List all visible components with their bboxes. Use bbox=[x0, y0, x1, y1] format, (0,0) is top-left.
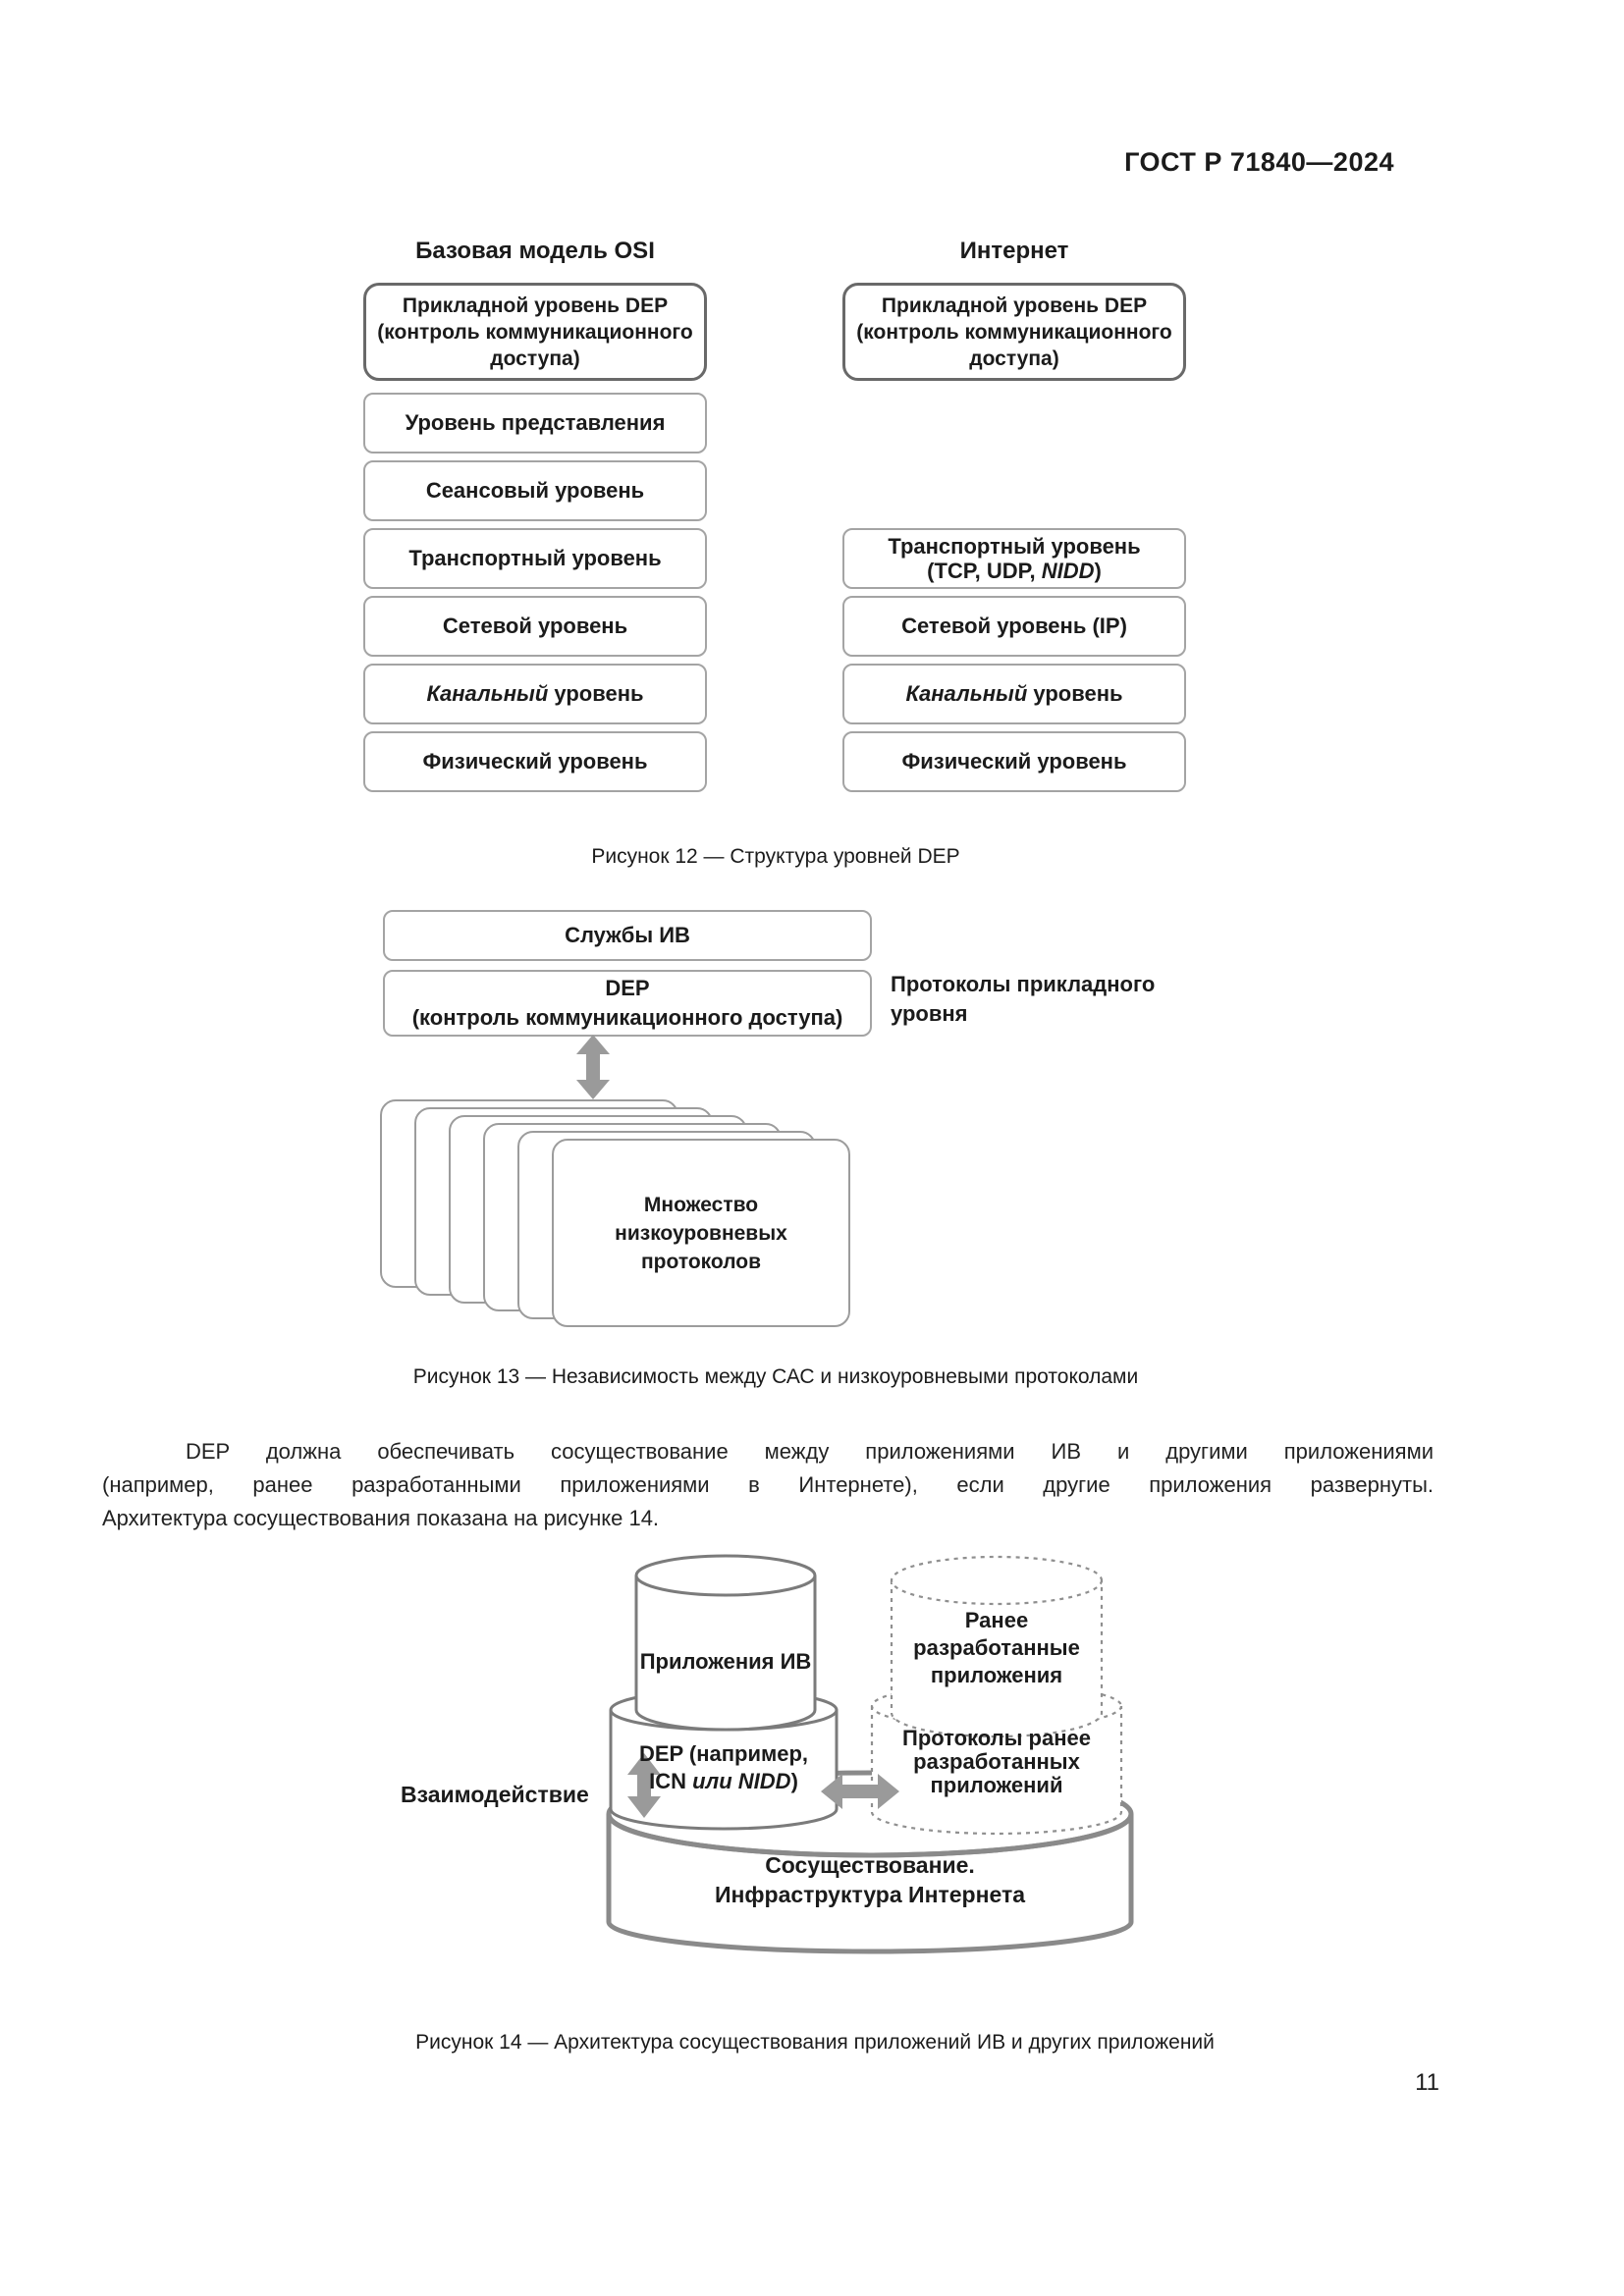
vertical-double-arrow-icon bbox=[576, 1035, 610, 1099]
coexistence-label-line2: Инфраструктура Интернета bbox=[715, 1882, 1025, 1907]
paragraph-line1: DEP должна обеспечивать сосуществование … bbox=[186, 1439, 1434, 1464]
legacy-protocols-label-line3: приложений bbox=[931, 1773, 1063, 1797]
internet-transport-line1: Транспортный уровень bbox=[888, 534, 1141, 559]
paragraph-line3: Архитектура сосуществования показана на … bbox=[102, 1506, 660, 1530]
internet-app-line2: (контроль коммуникационного bbox=[856, 320, 1172, 344]
dep-label-l2-pre: ICN bbox=[649, 1769, 692, 1793]
legacy-apps-cylinder-body bbox=[890, 1580, 1104, 1738]
legacy-apps-label-line3: приложения bbox=[931, 1663, 1062, 1687]
osi-app-line1: Прикладной уровень DEP bbox=[402, 294, 669, 317]
interaction-label: Взаимодействие bbox=[401, 1782, 589, 1807]
osi-datalink-italic-part: Канальный bbox=[426, 681, 549, 706]
osi-presentation-layer-box: Уровень представления bbox=[363, 393, 707, 454]
internet-datalink-label: Канальный уровень bbox=[905, 681, 1122, 707]
side-label-line1: Протоколы прикладного bbox=[891, 972, 1156, 996]
internet-infrastructure-front-arc bbox=[606, 1813, 1134, 1858]
osi-app-line2: (контроль коммуникационного bbox=[377, 320, 693, 344]
internet-app-line3: доступа) bbox=[969, 347, 1059, 370]
osi-session-layer-box: Сеансовый уровень bbox=[363, 460, 707, 521]
iot-services-box: Службы ИВ bbox=[383, 910, 872, 961]
legacy-protocols-cylinder-body bbox=[870, 1706, 1123, 1836]
figure12-right-column-header: Интернет bbox=[959, 238, 1069, 264]
stack-label-line2: низкоуровневых bbox=[615, 1221, 787, 1245]
stack-label-line1: Множество bbox=[643, 1193, 759, 1216]
dep-cac-box: DEP (контроль коммуникационного доступа) bbox=[383, 970, 872, 1037]
internet-application-layer-box: Прикладной уровень DEP (контроль коммуни… bbox=[842, 283, 1186, 381]
coexistence-label-line1: Сосуществование. bbox=[765, 1852, 975, 1878]
internet-physical-layer-box: Физический уровень bbox=[842, 731, 1186, 792]
legacy-apps-cylinder-top bbox=[890, 1555, 1104, 1606]
double-arrow-shape bbox=[576, 1035, 610, 1099]
page-number: 11 bbox=[1415, 2069, 1439, 2096]
dep-cylinder-body bbox=[609, 1710, 839, 1831]
osi-app-line3: доступа) bbox=[490, 347, 580, 370]
dep-cac-line2: (контроль коммуникационного доступа) bbox=[411, 1005, 843, 1030]
internet-transport-l2-post: ) bbox=[1094, 559, 1102, 583]
figure12-left-column-header: Базовая модель OSI bbox=[415, 238, 655, 264]
osi-datalink-label: Канальный уровень bbox=[426, 681, 643, 707]
figure14-caption: Рисунок 14 — Архитектура сосуществования… bbox=[415, 2031, 1215, 2054]
side-label-line2: уровня bbox=[891, 1001, 968, 1026]
osi-network-layer-box: Сетевой уровень bbox=[363, 596, 707, 657]
figure14-coexistence-diagram: Приложения ИВ Ранее разработанные прилож… bbox=[401, 1554, 1134, 1954]
paragraph-line2: (например, ранее разработанными приложен… bbox=[102, 1472, 1434, 1497]
internet-datalink-layer-box: Канальный уровень bbox=[842, 664, 1186, 724]
iot-apps-label: Приложения ИВ bbox=[640, 1649, 812, 1674]
horizontal-interaction-arrow-icon bbox=[821, 1774, 899, 1809]
internet-transport-layer-box: Транспортный уровень (TCP, UDP, NIDD) bbox=[842, 528, 1186, 589]
internet-transport-l2-pre: (TCP, UDP, bbox=[927, 559, 1042, 583]
vertical-interaction-arrow-icon bbox=[627, 1753, 661, 1818]
dep-cac-line1: DEP bbox=[605, 976, 650, 1000]
internet-transport-line2: (TCP, UDP, NIDD) bbox=[927, 559, 1102, 583]
legacy-protocols-label-line2: разработанных bbox=[913, 1749, 1080, 1774]
legacy-protocols-label-line1: Протоколы ранее bbox=[902, 1726, 1091, 1750]
osi-transport-layer-box: Транспортный уровень bbox=[363, 528, 707, 589]
osi-datalink-layer-box: Канальный уровень bbox=[363, 664, 707, 724]
doc-number-header: ГОСТ Р 71840—2024 bbox=[1124, 147, 1394, 177]
iot-apps-cylinder-body bbox=[634, 1575, 817, 1732]
iot-apps-cylinder-top bbox=[634, 1554, 817, 1597]
internet-datalink-rest-part: уровень bbox=[1027, 681, 1123, 706]
stack-label-line3: протоколов bbox=[641, 1250, 761, 1273]
osi-physical-layer-box: Физический уровень bbox=[363, 731, 707, 792]
legacy-apps-label-line2: разработанные bbox=[913, 1635, 1080, 1660]
application-protocols-side-label: Протоколы прикладного уровня bbox=[891, 970, 1155, 1029]
internet-app-line1: Прикладной уровень DEP bbox=[881, 294, 1148, 317]
internet-transport-l2-italic: NIDD bbox=[1041, 559, 1095, 583]
dep-label-l2-post: ) bbox=[791, 1769, 798, 1793]
osi-datalink-rest-part: уровень bbox=[548, 681, 644, 706]
osi-application-layer-box: Прикладной уровень DEP (контроль коммуни… bbox=[363, 283, 707, 381]
body-paragraph: DEP должна обеспечивать сосуществование … bbox=[102, 1435, 1434, 1535]
internet-network-layer-box: Сетевой уровень (IP) bbox=[842, 596, 1186, 657]
internet-datalink-italic-part: Канальный bbox=[905, 681, 1028, 706]
figure12-caption: Рисунок 12 — Структура уровней DEP bbox=[591, 845, 960, 868]
dep-label-l2-italic: или NIDD bbox=[692, 1769, 791, 1793]
protocol-stack-front-box: Множество низкоуровневых протоколов bbox=[552, 1139, 850, 1327]
dep-label-line1: DEP (например, bbox=[639, 1741, 808, 1766]
figure13-caption: Рисунок 13 — Независимость между САС и н… bbox=[412, 1365, 1139, 1388]
dep-label-line2: ICN или NIDD) bbox=[649, 1769, 798, 1793]
legacy-apps-label-line1: Ранее bbox=[965, 1608, 1028, 1632]
